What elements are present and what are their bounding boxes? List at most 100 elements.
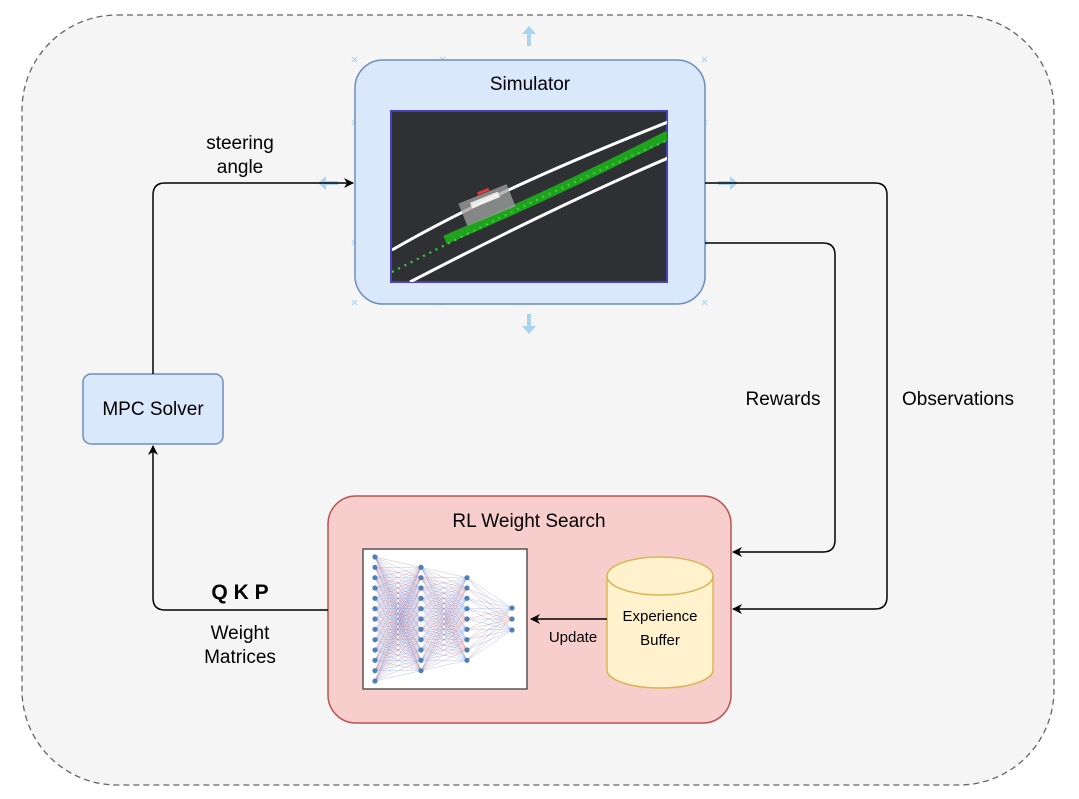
nn-connection — [374, 649, 422, 682]
simulator-screenshot — [390, 110, 668, 283]
nn-connection — [420, 649, 468, 661]
nn-connection — [420, 567, 468, 661]
edge-weight-matrices[interactable] — [148, 445, 328, 611]
nn-connection — [420, 587, 468, 599]
edge-observations[interactable] — [705, 182, 888, 614]
nn-connection — [466, 629, 513, 661]
nn-connection — [374, 608, 422, 671]
nn-connection — [420, 598, 468, 620]
nn-connection — [420, 660, 468, 671]
nn-connection — [374, 556, 422, 599]
rl-weight-search-node[interactable]: RL Weight Search Experience Buffer — [327, 495, 732, 724]
nn-neuron — [418, 626, 424, 632]
nn-connection — [374, 587, 422, 609]
nn-neuron — [372, 668, 378, 674]
nn-connection — [420, 587, 468, 609]
nn-connection — [374, 587, 422, 620]
experience-buffer-label-line2: Buffer — [640, 632, 680, 649]
nn-connection — [466, 629, 513, 631]
nn-connection — [374, 639, 422, 661]
nn-connection — [420, 639, 468, 661]
steering-label-line2: angle — [217, 157, 264, 178]
nn-neuron — [372, 564, 378, 570]
nn-connection — [374, 577, 422, 620]
mpc-solver-node[interactable]: MPC Solver — [82, 373, 224, 445]
nn-connection — [420, 639, 468, 671]
experience-buffer-label-line1: Experience — [622, 608, 697, 625]
nn-connection — [374, 577, 422, 599]
nn-connection — [374, 577, 422, 661]
nn-connection — [420, 577, 468, 620]
trajectory-dots — [392, 139, 667, 273]
nn-connection — [374, 577, 422, 640]
nn-connection — [374, 618, 422, 630]
nn-connection — [420, 587, 468, 651]
nn-connection — [466, 607, 513, 620]
nn-connection — [374, 556, 422, 651]
nn-connection — [374, 577, 422, 589]
nn-connection — [420, 577, 468, 609]
nn-connection — [420, 577, 468, 651]
nn-connection — [466, 587, 513, 631]
nn-connection — [466, 577, 513, 609]
nn-connection — [374, 567, 422, 671]
nn-neuron — [372, 575, 378, 581]
nn-connection — [374, 577, 422, 640]
nn-connection — [374, 587, 422, 599]
nn-connection — [420, 598, 468, 630]
nn-connection — [374, 618, 422, 661]
nn-connection — [420, 629, 468, 661]
nn-connection — [374, 598, 422, 671]
nn-connection — [466, 598, 513, 631]
nn-connection — [374, 608, 422, 661]
weight-symbols-label: Q K P — [211, 581, 268, 604]
nn-neuron — [464, 595, 470, 601]
nn-connection — [420, 649, 468, 671]
nn-connection — [374, 567, 422, 620]
nn-connection — [420, 598, 468, 640]
edge-steering-angle[interactable] — [152, 178, 354, 374]
nn-connection — [420, 577, 468, 630]
nn-neuron — [418, 564, 424, 570]
nn-connection — [374, 567, 422, 671]
nn-connection — [374, 608, 422, 651]
nn-connection — [374, 556, 422, 589]
nn-connection — [374, 567, 422, 651]
nn-connection — [374, 587, 422, 671]
nn-connection — [420, 598, 468, 640]
nn-connection — [466, 618, 513, 651]
nn-connection — [374, 587, 422, 640]
observations-label: Observations — [902, 389, 1014, 410]
nn-connection — [374, 567, 422, 682]
nn-connection — [374, 577, 422, 609]
nn-connection — [374, 577, 422, 599]
nn-connection — [374, 567, 422, 578]
nn-neuron — [464, 626, 470, 632]
nn-connection — [420, 618, 468, 661]
nn-connection — [420, 618, 468, 661]
nn-connection — [420, 567, 468, 630]
nn-connection — [420, 587, 468, 640]
edge-rewards[interactable] — [705, 242, 836, 557]
nn-connection — [374, 567, 422, 578]
nn-connection — [374, 649, 422, 661]
simulator-node[interactable]: Simulator — [354, 59, 706, 305]
nn-connection — [420, 567, 468, 578]
nn-connection — [420, 577, 468, 630]
nn-connection — [374, 567, 422, 620]
experience-buffer-node[interactable]: Experience Buffer — [606, 556, 714, 689]
nn-neuron — [372, 626, 378, 632]
nn-connection — [374, 660, 422, 671]
nn-connection — [374, 567, 422, 589]
weight-matrices-label-line2: Matrices — [204, 647, 276, 668]
nn-connection — [374, 608, 422, 620]
nn-connection — [374, 587, 422, 651]
nn-connection — [420, 629, 468, 640]
neural-network-image — [362, 548, 528, 690]
nn-connection — [420, 618, 468, 651]
nn-connection — [420, 598, 468, 651]
nn-connection — [420, 577, 468, 609]
nn-connection — [374, 598, 422, 630]
nn-connection — [374, 639, 422, 661]
